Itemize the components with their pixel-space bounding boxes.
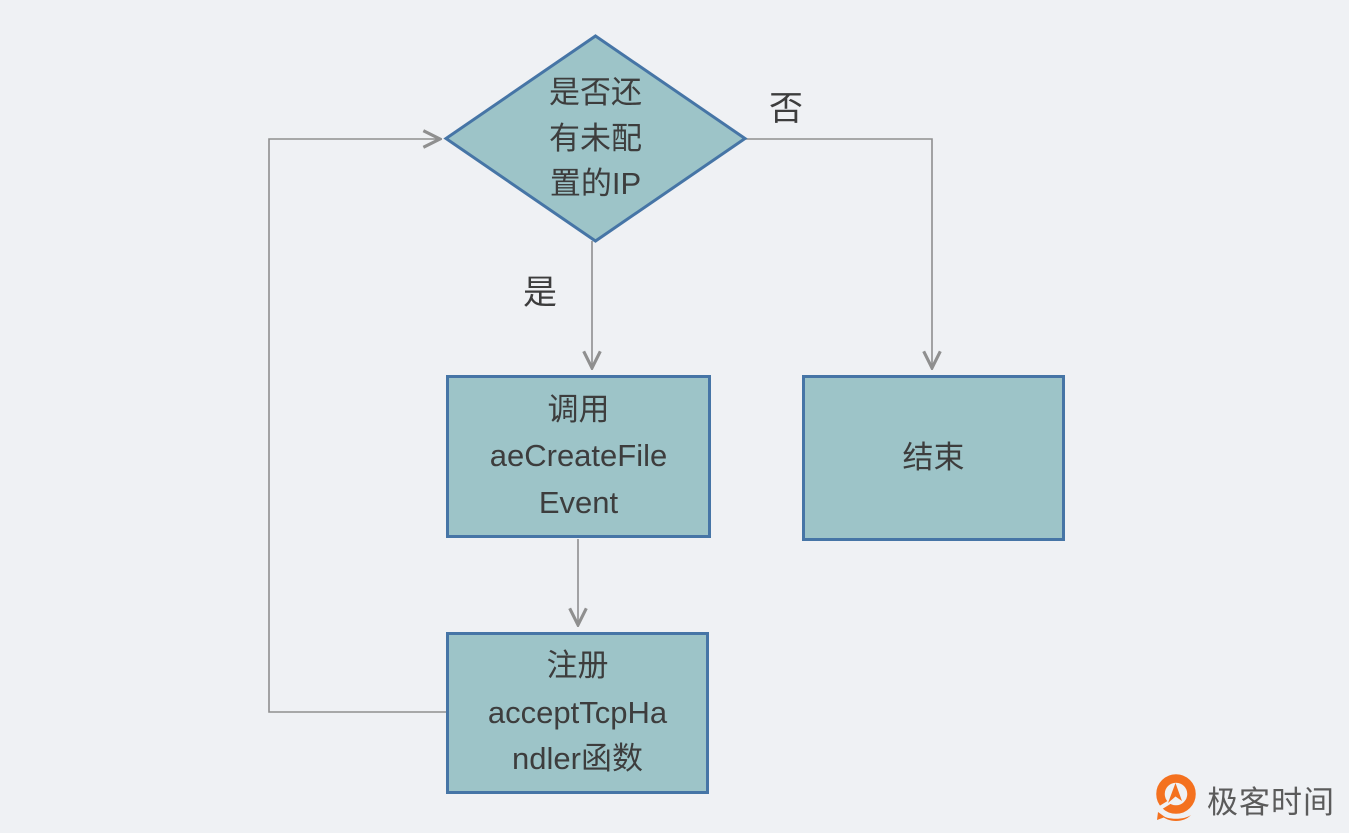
branch-label-yes: 是 — [523, 274, 557, 312]
branch-label-no: 否 — [769, 90, 803, 128]
process-node-register-accepttcphandler: 注册 acceptTcpHa ndler函数 — [446, 632, 709, 794]
decision-diamond-shape — [443, 34, 748, 243]
decision-node-label: 是否还 有未配 置的IP — [549, 74, 642, 202]
connector-no-branch — [745, 138, 932, 368]
geektime-logo-text: 极客时间 — [1207, 784, 1335, 820]
geektime-logo-icon — [1156, 774, 1196, 821]
process-node-call-aecreatefileevent: 调用 aeCreateFile Event — [446, 375, 711, 538]
geektime-logo: 极客时间 — [1152, 772, 1335, 826]
process-node-end: 结束 — [802, 375, 1065, 541]
connector-loop-back — [268, 139, 446, 713]
